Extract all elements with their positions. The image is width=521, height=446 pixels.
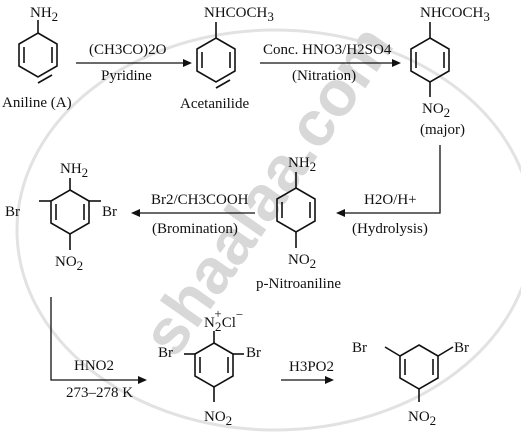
dibromo-nitro: NO bbox=[55, 254, 77, 270]
step5-arrow: HNO2 273–278 K bbox=[50, 297, 147, 401]
final-nitro: NO bbox=[408, 409, 430, 425]
step6-reagent: H3PO2 bbox=[289, 359, 334, 375]
step4-arrow: Br2/CH3COOH (Bromination) bbox=[131, 192, 255, 237]
p-nitroaniline-group: NH bbox=[288, 155, 310, 171]
svg-text:NH2: NH2 bbox=[60, 161, 88, 180]
step1-solvent: Pyridine bbox=[101, 68, 152, 84]
svg-text:NO2: NO2 bbox=[55, 254, 83, 273]
svg-text:NO2: NO2 bbox=[422, 101, 450, 120]
step1-arrow: (CH3CO)2O Pyridine bbox=[76, 42, 192, 84]
step1-reagent: (CH3CO)2O bbox=[89, 42, 167, 58]
svg-text:NH2: NH2 bbox=[288, 155, 316, 174]
step4-reagent: Br2/CH3COOH bbox=[151, 192, 249, 208]
step5-reagent: HNO2 bbox=[74, 358, 114, 374]
step4-label: (Bromination) bbox=[152, 221, 238, 237]
svg-text:NH2: NH2 bbox=[30, 5, 58, 24]
svg-text:NHCOCH3: NHCOCH3 bbox=[204, 5, 274, 24]
diazonium-br-right: Br bbox=[246, 345, 261, 361]
svg-text:(CH3CO)2O: (CH3CO)2O bbox=[89, 42, 167, 58]
diazonium-nitro: NO bbox=[204, 409, 226, 425]
step3-label: (Hydrolysis) bbox=[352, 221, 428, 237]
step2-reagent: Conc. HNO3/H2SO4 bbox=[263, 42, 392, 58]
dibromo-br-left: Br bbox=[5, 204, 20, 220]
aniline-structure: NH2 Aniline (A) bbox=[2, 5, 72, 111]
final-br-right: Br bbox=[454, 340, 469, 356]
dibromo-br-right: Br bbox=[102, 204, 117, 220]
nitroacetanilide-nitro: NO bbox=[422, 101, 444, 117]
p-nitroaniline-name: p-Nitroaniline bbox=[256, 276, 341, 292]
svg-text:NO2: NO2 bbox=[204, 409, 232, 428]
nitroacetanilide-group: NHCOCH bbox=[420, 5, 484, 21]
svg-text:NHCOCH3: NHCOCH3 bbox=[420, 5, 490, 24]
watermark-text: shaalaa.com bbox=[127, 12, 406, 368]
diazonium-structure: N2+Cl− Br Br NO2 bbox=[158, 306, 261, 428]
step2-arrow: Conc. HNO3/H2SO4 (Nitration) bbox=[260, 42, 401, 84]
svg-text:N2+Cl−: N2+Cl− bbox=[204, 306, 243, 334]
p-nitroaniline-structure: NH2 NO2 p-Nitroaniline bbox=[256, 155, 341, 292]
dibromo-group: NH bbox=[60, 161, 82, 177]
acetanilide-structure: NHCOCH3 Acetanilide bbox=[180, 5, 274, 112]
svg-text:NO2: NO2 bbox=[288, 252, 316, 271]
acetanilide-group: NHCOCH bbox=[204, 5, 268, 21]
step3-reagent: H2O/H+ bbox=[364, 192, 417, 208]
final-br-left: Br bbox=[352, 340, 367, 356]
p-nitroaniline-nitro: NO bbox=[288, 252, 310, 268]
step5-conditions: 273–278 K bbox=[66, 385, 133, 401]
acetanilide-name: Acetanilide bbox=[180, 96, 249, 112]
aniline-group: NH bbox=[30, 5, 52, 21]
aniline-name: Aniline (A) bbox=[2, 95, 72, 111]
final-product-structure: Br Br NO2 bbox=[352, 340, 469, 428]
step6-arrow: H3PO2 bbox=[281, 359, 334, 384]
step3-arrow: H2O/H+ (Hydrolysis) bbox=[336, 145, 441, 237]
nitroacetanilide-structure: NHCOCH3 NO2 (major) bbox=[410, 5, 490, 138]
diazonium-group: N bbox=[204, 315, 215, 331]
nitroacetanilide-note: (major) bbox=[420, 122, 465, 138]
dibromo-nitroaniline-structure: NH2 Br Br NO2 bbox=[5, 161, 117, 273]
svg-text:NO2: NO2 bbox=[408, 409, 436, 428]
step2-label: (Nitration) bbox=[292, 68, 356, 84]
diazonium-br-left: Br bbox=[158, 345, 173, 361]
